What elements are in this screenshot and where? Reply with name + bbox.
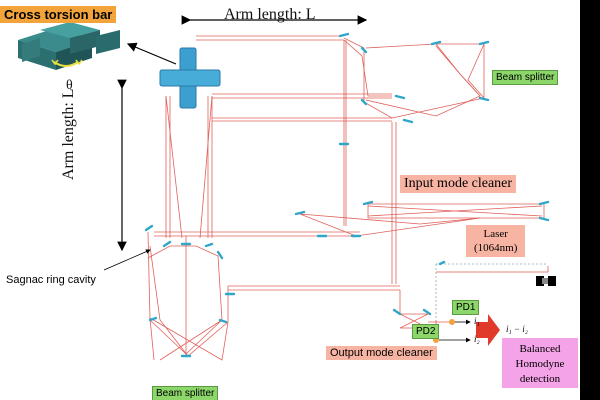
pd1-detector xyxy=(449,319,455,325)
laser-label-line1: Laser xyxy=(483,228,508,240)
cross-bar-top-view xyxy=(159,47,221,109)
laser-label-line2: (1064nm) xyxy=(474,242,518,254)
laser-source xyxy=(536,276,556,286)
bhd-line1: Balanced xyxy=(519,343,561,355)
input-mode-cleaner-label: Input mode cleaner xyxy=(400,175,517,193)
signal-1-label: i₁ xyxy=(474,316,480,326)
signal-2-label: i₂ xyxy=(474,334,480,344)
pointer-arrow xyxy=(126,42,177,65)
sagnac-ring-cavity-label: Sagnac ring cavity xyxy=(6,274,96,286)
cross-torsion-bar-illustration xyxy=(18,22,120,70)
beam-splitter-top-label: Beam splitter xyxy=(492,70,559,85)
diagram-panel: Cross torsion bar θ Arm length: L Arm le… xyxy=(0,0,580,400)
sagnac-pointer xyxy=(103,249,151,271)
bhd-line3: detection xyxy=(519,373,561,385)
cross-torsion-bar-label: Cross torsion bar xyxy=(0,6,117,23)
pd2-label: PD2 xyxy=(412,324,440,339)
arm-length-horizontal-label: Arm length: L xyxy=(224,6,316,23)
output-arrow xyxy=(476,314,500,346)
pd1-label: PD1 xyxy=(452,300,480,315)
output-mode-cleaner-label: Output mode cleaner xyxy=(326,346,437,360)
theta-label: θ xyxy=(66,78,73,93)
arm-length-vertical-label: Arm length: L xyxy=(60,88,77,180)
laser-label: Laser (1064nm) xyxy=(466,225,526,257)
beam-paths xyxy=(147,35,549,361)
bhd-line2: Homodyne xyxy=(515,358,565,370)
mirrors xyxy=(144,32,550,358)
beam-splitter-bottom-label: Beam splitter xyxy=(152,386,219,400)
optical-layout xyxy=(18,15,556,361)
signal-difference-label: i₁ − i₂ xyxy=(506,324,528,334)
balanced-homodyne-detection-box: Balanced Homodyne detection xyxy=(502,338,578,388)
